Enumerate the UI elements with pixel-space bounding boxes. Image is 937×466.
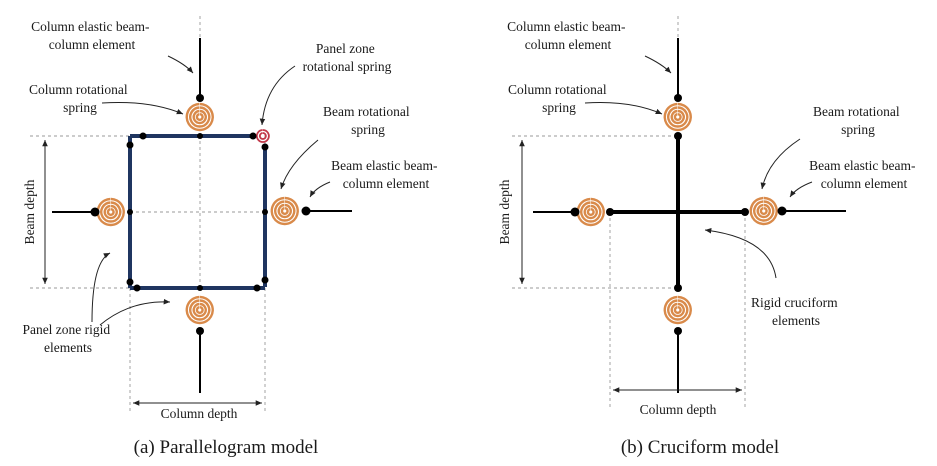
rigid-cruciform-elements (610, 136, 745, 288)
caption-parallelogram: (a) Parallelogram model (134, 437, 319, 458)
label-panel-zone-rigid: Panel zone rigid elements (22, 322, 113, 355)
nodes-right (570, 94, 787, 335)
label-column-spring-right: Column rotational spring (508, 82, 610, 115)
parallelogram-model: Column elastic beam- column element Colu… (22, 16, 441, 458)
caption-cruciform: (b) Cruciform model (621, 437, 779, 458)
label-panel-zone-spring: Panel zone rotational spring (303, 41, 392, 74)
leader-arrows-right (584, 55, 813, 279)
label-column-depth-right: Column depth (640, 402, 717, 417)
beam-rotational-spring-left (96, 197, 125, 227)
column-rotational-spring-bottom (185, 295, 214, 325)
label-column-elastic: Column elastic beam- column element (31, 19, 153, 52)
nodes (90, 94, 311, 335)
beam-rotational-spring-right-right (749, 196, 778, 226)
column-rotational-spring-bottom-right (663, 295, 692, 325)
label-rigid-cruciform: Rigid cruciform elements (751, 295, 841, 328)
label-column-depth: Column depth (161, 406, 238, 421)
beam-rotational-spring-left-right (576, 197, 605, 227)
beam-rotational-spring-right (270, 196, 299, 226)
panel-zone-rotational-spring (255, 129, 270, 143)
label-beam-spring: Beam rotational spring (323, 104, 413, 137)
label-beam-elastic-right: Beam elastic beam- column element (809, 158, 919, 191)
label-beam-depth: Beam depth (22, 179, 37, 244)
label-beam-elastic: Beam elastic beam- column element (331, 158, 441, 191)
label-column-elastic-right: Column elastic beam- column element (507, 19, 629, 52)
label-column-spring: Column rotational spring (29, 82, 131, 115)
leader-arrows (91, 55, 331, 326)
label-beam-depth-right: Beam depth (497, 179, 512, 244)
column-rotational-spring-top-right (663, 102, 692, 132)
column-rotational-spring-top (185, 102, 214, 132)
cruciform-model: Column elastic beam- column element Colu… (497, 16, 919, 458)
label-beam-spring-right: Beam rotational spring (813, 104, 903, 137)
